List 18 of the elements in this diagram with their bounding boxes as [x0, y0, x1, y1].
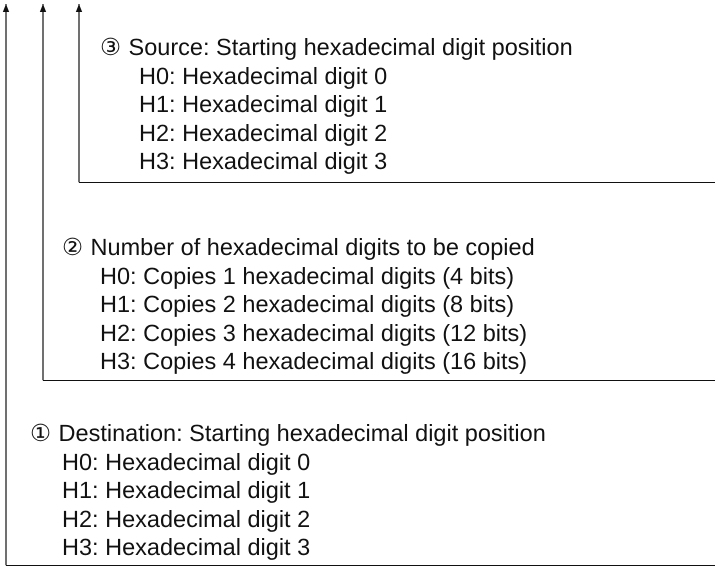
list-item: H3: Hexadecimal digit 3: [138, 147, 388, 176]
arrow: [40, 4, 46, 380]
heading-text: ② Number of hexadecimal digits to be copied: [61, 233, 535, 262]
list-item: H0: Copies 1 hexadecimal digits (4 bits): [99, 262, 514, 290]
arrow: [2, 4, 10, 566]
list-item: H0: Hexadecimal digit 0: [61, 448, 310, 476]
list-item: H0: Hexadecimal digit 0: [138, 62, 388, 90]
list-item: H1: Hexadecimal digit 1: [138, 90, 388, 118]
heading-text: ③ Source: Starting hexadecimal digit position: [99, 33, 573, 62]
list-item: H2: Hexadecimal digit 2: [61, 504, 310, 533]
list-item: H2: Hexadecimal digit 2: [138, 118, 388, 147]
list-item: H1: Hexadecimal digit 1: [61, 476, 310, 504]
list-item: H1: Copies 2 hexadecimal digits (8 bits): [99, 290, 514, 318]
list-item: H3: Hexadecimal digit 3: [61, 533, 310, 562]
heading-text: ① Destination: Starting hexadecimal digit position: [29, 419, 546, 448]
list-item: H3: Copies 4 hexadecimal digits (16 bits): [99, 347, 528, 376]
list-item: H2: Copies 3 hexadecimal digits (12 bits): [99, 318, 528, 347]
arrow: [76, 4, 82, 182]
